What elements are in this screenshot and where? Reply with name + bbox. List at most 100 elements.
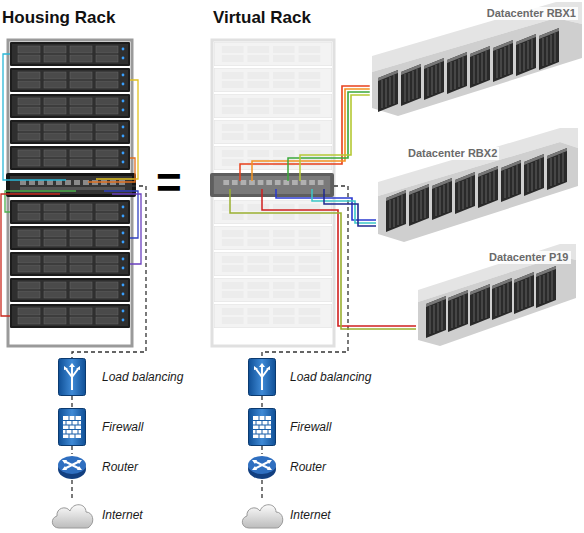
icon-label: Router — [290, 460, 326, 474]
illustration-part — [10, 42, 130, 66]
illustration-part — [547, 148, 567, 190]
load-balancer-node: Load balancing — [248, 358, 371, 396]
illustration-part — [401, 64, 421, 106]
illustration-part — [262, 189, 334, 210]
illustration-part — [10, 252, 130, 276]
illustration-part — [418, 256, 576, 346]
dashed-link — [261, 480, 262, 499]
illustration-part — [210, 173, 334, 197]
network-wire — [334, 89, 370, 161]
network-wire — [334, 92, 370, 158]
illustration-part — [52, 505, 92, 528]
illustration-part — [10, 68, 130, 92]
illustration-part — [455, 172, 475, 214]
icon-label: Internet — [290, 508, 331, 522]
icon-label: Load balancing — [102, 370, 183, 384]
illustration-part — [249, 359, 276, 396]
illustration-part — [214, 200, 332, 224]
illustration-part — [1, 194, 60, 316]
illustration-part — [470, 46, 490, 88]
illustration-part — [252, 161, 334, 181]
network-icons — [52, 359, 282, 529]
illustration-part — [10, 226, 130, 250]
icon-label: Firewall — [102, 420, 143, 434]
illustration-part — [432, 178, 452, 220]
datacenter-illustration — [372, 2, 582, 116]
firewall-node: Firewall — [248, 408, 331, 446]
illustration-part — [524, 154, 544, 196]
datacenter-label: Datacenter RBX2 — [406, 147, 499, 160]
load-balancer-node: Load balancing — [58, 358, 183, 396]
network-wire — [334, 210, 416, 326]
illustration-part — [104, 191, 138, 238]
illustration-part — [288, 158, 334, 181]
network-wire — [334, 86, 370, 164]
illustration-part — [493, 40, 513, 82]
illustration-part — [409, 184, 429, 226]
illustration-part — [248, 456, 276, 479]
dashed-link — [71, 446, 72, 454]
connector — [262, 480, 263, 499]
illustration-part — [447, 52, 467, 94]
icon-label: Router — [102, 460, 138, 474]
datacenter-illustration — [378, 128, 578, 242]
illustration-part — [312, 189, 334, 201]
illustration-part — [214, 94, 332, 118]
datacenter-illustration — [418, 244, 576, 346]
illustration-part — [58, 456, 86, 479]
illustration-part — [426, 296, 446, 338]
illustration-part — [214, 252, 332, 276]
illustration-part — [372, 18, 582, 116]
illustration-part — [276, 189, 334, 198]
dashed-link — [261, 446, 262, 454]
illustration-part — [324, 189, 334, 204]
illustration-part — [514, 272, 534, 314]
illustration-part — [214, 68, 332, 92]
dashed-link — [72, 186, 146, 358]
network-wire — [334, 213, 416, 329]
illustration-part — [539, 28, 559, 70]
rack-heading: Housing Rack — [2, 6, 132, 30]
connector — [262, 186, 348, 358]
router-node: Router — [57, 454, 138, 480]
illustration-part — [10, 304, 130, 328]
illustration-part — [10, 94, 130, 118]
illustration-part — [448, 290, 468, 332]
illustration-part — [478, 166, 498, 208]
illustration-part — [230, 189, 334, 213]
illustration-part — [470, 284, 490, 326]
illustration-part — [300, 155, 334, 181]
rack-wires — [1, 54, 141, 316]
icon-label: Load balancing — [290, 370, 371, 384]
router-node: Router — [247, 454, 326, 480]
connector — [262, 396, 263, 408]
illustration-part — [59, 359, 86, 396]
illustration-part — [378, 70, 398, 112]
connector — [334, 210, 416, 329]
illustration-part — [10, 278, 130, 302]
virtual-rack: Virtual Rack — [212, 6, 334, 346]
illustration-part — [10, 200, 130, 224]
firewall-node: Firewall — [58, 408, 143, 446]
illustration-part — [536, 266, 556, 308]
switch-wires — [230, 155, 334, 213]
datacenter-label: Datacenter RBX1 — [485, 7, 578, 20]
illustration-part — [424, 58, 444, 100]
datacenter-node: Datacenter RBX1 — [370, 0, 582, 114]
illustration-part — [242, 505, 282, 528]
illustration-part — [492, 278, 512, 320]
illustration-part — [59, 409, 86, 446]
dashed-link — [261, 396, 262, 408]
illustration-part — [3, 54, 66, 180]
connector — [72, 446, 73, 454]
illustration-part — [96, 80, 138, 179]
datacenter-node: Datacenter RBX2 — [376, 140, 580, 246]
illustration-part — [501, 160, 521, 202]
equals-sign: = — [156, 158, 182, 208]
dashed-link — [71, 396, 72, 408]
network-wire — [334, 95, 370, 155]
illustration-part — [214, 120, 332, 144]
